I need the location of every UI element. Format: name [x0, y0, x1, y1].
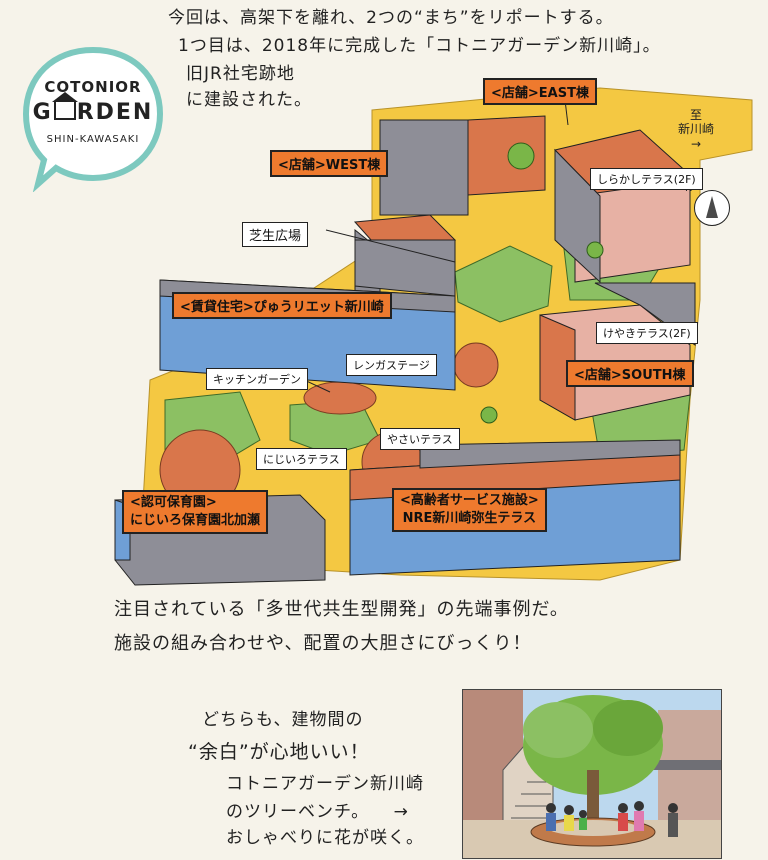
- north-compass-icon: N: [685, 183, 730, 226]
- bottom-line-4: のツリーベンチ。 →: [226, 800, 409, 826]
- middle-line-2: 施設の組み合わせや、配置の大胆さにびっくり！: [114, 633, 532, 654]
- bottom-line-5: おしゃべりに花が咲く。: [226, 828, 424, 848]
- label-shirakashi-terrace: しらかしテラス(2F): [590, 168, 703, 190]
- bottom-line-3: コトニアガーデン新川崎: [226, 774, 424, 794]
- label-west-building: <店舗>WEST棟: [270, 150, 389, 177]
- bottom-arrow-icon: →: [393, 802, 409, 822]
- direction-label: 至 新川崎 →: [672, 106, 720, 153]
- label-nursery-line-2: にじいろ保育園北加瀬: [130, 513, 261, 529]
- label-elderly-line-1: <高齢者サービス施設>: [400, 493, 539, 508]
- label-lawn-plaza: 芝生広場: [242, 222, 309, 247]
- tree-bench-illustration: [463, 690, 721, 858]
- logo-line-2: G RDEN: [18, 92, 168, 125]
- label-yasai-terrace: やさいテラス: [380, 428, 460, 450]
- logo-line-1: COTONIOR: [44, 78, 142, 96]
- label-keyaki-terrace: けやきテラス(2F): [596, 322, 698, 344]
- logo-house-icon: [51, 92, 78, 120]
- intro-line-4: に建設された。: [186, 90, 312, 110]
- label-east-building: <店舗>EAST棟: [483, 78, 597, 105]
- bottom-line-4-text: のツリーベンチ。: [226, 802, 370, 822]
- tree-bench-photo: [462, 689, 722, 859]
- label-kitchen-garden: キッチンガーデン: [206, 368, 308, 390]
- direction-label-bottom: 新川崎: [678, 122, 715, 137]
- direction-label-top: 至: [690, 108, 703, 122]
- logo-word-rden: RDEN: [76, 100, 154, 125]
- label-elderly-services: <高齢者サービス施設> NRE新川崎弥生テラス: [392, 488, 547, 533]
- logo-letter-g: G: [32, 100, 53, 125]
- logo-line-3: SHIN-KAWASAKI: [46, 134, 140, 145]
- intro-line-2: 1つ目は、2018年に完成した「コトニアガーデン新川崎」。: [178, 36, 661, 56]
- label-brick-stage: レンガステージ: [346, 354, 437, 376]
- intro-line-3: 旧JR社宅跡地: [186, 64, 295, 84]
- bottom-line-1: どちらも、建物間の: [202, 710, 364, 730]
- middle-line-1: 注目されている「多世代共生型開発」の先端事例だ。: [114, 599, 569, 620]
- label-elderly-line-2: NRE新川崎弥生テラス: [402, 511, 537, 527]
- map-trees: [480, 142, 604, 424]
- label-niji-terrace: にじいろテラス: [256, 448, 347, 470]
- direction-arrow-icon: →: [690, 136, 702, 151]
- cotonior-garden-logo: COTONIOR G RDEN SHIN-KAWASAKI: [18, 42, 168, 193]
- label-south-building: <店舗>SOUTH棟: [566, 360, 694, 387]
- label-nursery-line-1: <認可保育園>: [130, 495, 217, 510]
- bottom-line-2: “余白”が心地いい！: [188, 741, 370, 763]
- label-rental-housing: <賃貸住宅>ぴゅうリエット新川崎: [172, 292, 392, 319]
- label-nursery: <認可保育園> にじいろ保育園北加瀬: [122, 490, 269, 535]
- intro-line-1: 今回は、高架下を離れ、2つの“まち”をリポートする。: [168, 8, 614, 28]
- logo-bubble-icon: [22, 46, 164, 193]
